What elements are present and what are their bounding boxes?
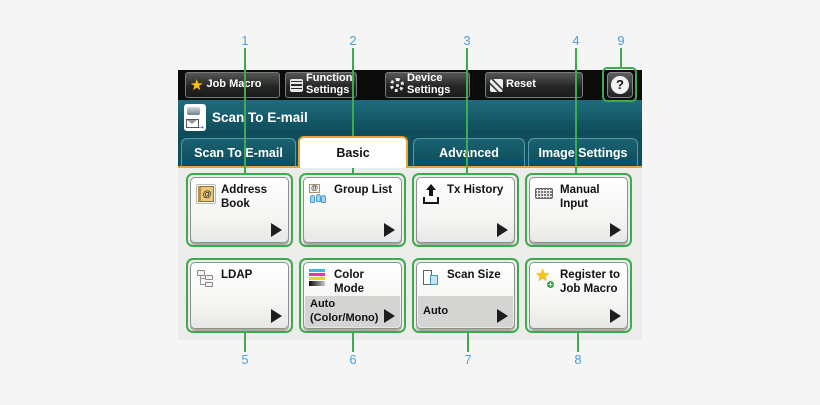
button-label: Manual Input (560, 184, 600, 210)
tab-label: Advanced (439, 145, 499, 160)
job-macro-label: Job Macro (206, 78, 262, 91)
callout-highlight-4: Manual Input (525, 173, 632, 247)
tab-underline (178, 166, 642, 168)
tab-scan-to-email[interactable]: Scan To E-mail (181, 138, 296, 166)
gear-icon (390, 78, 404, 92)
tab-label: Basic (336, 146, 370, 160)
callout-line-8 (577, 333, 579, 352)
chevron-right-icon (497, 309, 508, 323)
callout-number-2: 2 (349, 33, 357, 48)
callout-number-5: 5 (241, 352, 249, 367)
arrow-glyph: → (195, 120, 206, 132)
callout-line-7 (467, 333, 469, 352)
callout-line-2 (352, 48, 354, 173)
callout-highlight-5: LDAP (186, 258, 293, 333)
callout-line-3 (466, 48, 468, 173)
list-icon (290, 78, 303, 92)
button-label: Tx History (447, 184, 504, 196)
chevron-right-icon (497, 223, 508, 237)
address-book-icon: @ (196, 184, 216, 204)
callout-highlight-9 (602, 67, 637, 102)
printer-touchscreen: ★ Job Macro Function Settings Device Set… (178, 70, 642, 340)
keyboard-icon (535, 184, 555, 204)
callout-number-3: 3 (463, 33, 471, 48)
callout-number-4: 4 (572, 33, 580, 48)
help-button[interactable]: ? (607, 72, 633, 98)
callout-number-6: 6 (349, 352, 357, 367)
callout-number-7: 7 (464, 352, 472, 367)
function-settings-button[interactable]: Function Settings (285, 72, 357, 98)
chevron-right-icon (384, 309, 395, 323)
tab-label: Scan To E-mail (194, 145, 283, 160)
ldap-button[interactable]: LDAP (190, 262, 289, 329)
page-title: Scan To E-mail (212, 110, 308, 125)
button-label: Group List (334, 184, 393, 196)
register-job-macro-icon: ★ + (535, 267, 555, 289)
envelope-glyph (186, 119, 199, 128)
callout-highlight-3: Tx History (412, 173, 519, 247)
callout-number-8: 8 (574, 352, 582, 367)
reset-button[interactable]: Reset (485, 72, 583, 98)
chevron-right-icon (271, 223, 282, 237)
chevron-right-icon (384, 223, 395, 237)
address-book-button[interactable]: @ Address Book (190, 177, 289, 243)
tab-strip: Scan To E-mail Basic Advanced Image Sett… (178, 135, 642, 168)
scan-to-email-icon: → (184, 104, 206, 132)
tab-advanced[interactable]: Advanced (413, 138, 525, 166)
tab-image-settings[interactable]: Image Settings (528, 138, 638, 166)
tab-basic[interactable]: Basic (298, 136, 408, 168)
callout-number-9: 9 (617, 33, 625, 48)
scan-size-icon (422, 269, 442, 289)
star-icon: ★ (190, 76, 204, 94)
reset-label: Reset (506, 78, 536, 91)
callout-line-6 (352, 333, 354, 352)
top-toolbar: ★ Job Macro Function Settings Device Set… (178, 70, 642, 100)
function-settings-label: Function Settings (306, 72, 353, 96)
tx-history-button[interactable]: Tx History (416, 177, 515, 243)
device-settings-label: Device Settings (407, 72, 451, 96)
job-macro-button[interactable]: ★ Job Macro (185, 72, 280, 98)
group-list-button[interactable]: @ Group List (303, 177, 402, 243)
chevron-right-icon (610, 223, 621, 237)
color-mode-icon (309, 269, 329, 289)
chevron-right-icon (271, 309, 282, 323)
ldap-tree-icon (196, 269, 216, 289)
scanner-glyph (187, 107, 200, 115)
button-label: LDAP (221, 269, 253, 281)
callout-highlight-1: @ Address Book (186, 173, 293, 247)
button-label: Scan Size (447, 269, 501, 281)
tab-label: Image Settings (538, 145, 628, 160)
scan-size-button[interactable]: Scan Size Auto (416, 262, 515, 329)
callout-highlight-8: ★ + Register to Job Macro (525, 258, 632, 333)
callout-number-1: 1 (241, 33, 249, 48)
callout-line-4 (575, 48, 577, 173)
tx-history-icon (422, 184, 442, 204)
content-area: @ Address Book @ (178, 168, 642, 340)
callout-highlight-7: Scan Size Auto (412, 258, 519, 333)
callout-line-9 (620, 48, 622, 67)
manual-input-button[interactable]: Manual Input (529, 177, 628, 243)
device-settings-button[interactable]: Device Settings (385, 72, 470, 98)
register-to-job-macro-button[interactable]: ★ + Register to Job Macro (529, 262, 628, 329)
callout-line-5 (244, 333, 246, 352)
chevron-right-icon (610, 309, 621, 323)
color-mode-button[interactable]: Color Mode Auto (Color/Mono) (303, 262, 402, 329)
callout-line-1 (244, 48, 246, 173)
button-label: Color Mode (334, 269, 365, 295)
group-list-icon: @ (309, 184, 329, 204)
button-label: Address Book (221, 184, 268, 210)
title-bar: → Scan To E-mail (178, 100, 642, 135)
callout-highlight-2: @ Group List (299, 173, 406, 247)
reset-icon (490, 78, 503, 92)
question-mark-icon: ? (611, 76, 629, 94)
button-label: Register to Job Macro (560, 269, 621, 295)
callout-highlight-6: Color Mode Auto (Color/Mono) (299, 258, 406, 333)
